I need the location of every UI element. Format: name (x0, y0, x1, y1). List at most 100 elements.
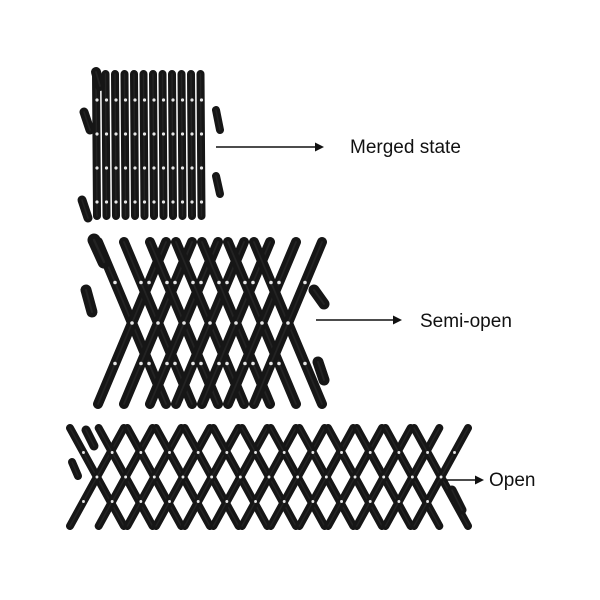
lattice-slat (92, 70, 101, 220)
slat-highlight (161, 73, 165, 217)
slat-highlight (317, 361, 325, 381)
rivet (104, 98, 109, 102)
rivet (139, 500, 143, 503)
rivet (142, 132, 147, 136)
slat-highlight (95, 73, 98, 217)
rivet (269, 361, 273, 366)
rivet (368, 500, 372, 503)
lattice-slat (222, 237, 302, 409)
rivet (196, 451, 200, 454)
open-label: Open (489, 470, 536, 491)
rivet (114, 132, 118, 136)
slat-highlight (190, 73, 193, 217)
rivet (173, 361, 177, 366)
lattice-slat (118, 237, 198, 409)
rivet (104, 132, 109, 136)
rivet (199, 132, 204, 136)
slat-highlight (71, 461, 79, 477)
rivet (277, 280, 281, 285)
rivet (324, 475, 328, 479)
lattice-slat (212, 172, 224, 198)
lattice-slat (120, 70, 130, 220)
rivet (124, 475, 128, 479)
slat-highlight (180, 73, 184, 217)
rivet (95, 475, 99, 479)
rivet (123, 98, 128, 102)
lattice-slat (308, 284, 330, 310)
rivet (410, 475, 414, 479)
semi-open-label: Semi-open (420, 311, 512, 332)
arrow-head (393, 315, 402, 325)
rivet (426, 500, 430, 503)
lattice-slat (149, 70, 158, 220)
rivet (199, 200, 204, 204)
rivet (95, 98, 99, 102)
rivet (152, 200, 156, 204)
rivet (139, 361, 143, 366)
rivet (190, 98, 194, 102)
rivet (82, 500, 85, 503)
lattice-slat (187, 70, 196, 220)
slat-highlight (199, 73, 203, 217)
rivet (114, 98, 118, 102)
open-lattice (66, 424, 472, 530)
rivet (123, 132, 128, 136)
merged-arrow (216, 142, 324, 152)
rivet (340, 451, 343, 454)
rivet (225, 451, 229, 454)
lattice-slat (196, 237, 276, 409)
rivet (190, 132, 194, 136)
rivet (180, 200, 185, 204)
slat-highlight (451, 489, 463, 511)
rivet (161, 98, 166, 102)
rivet (282, 500, 286, 503)
rivet (133, 166, 137, 170)
rivet (382, 475, 386, 479)
rivet (165, 280, 169, 285)
rivet (161, 166, 166, 170)
rivet (152, 475, 156, 479)
lattice-slat (93, 237, 172, 409)
rivet (199, 280, 203, 285)
rivet (217, 361, 221, 366)
lattice-slat (79, 107, 95, 135)
slat-highlight (215, 109, 221, 131)
rivet (267, 475, 271, 479)
rivet (234, 321, 238, 325)
rivet (254, 451, 257, 454)
slat-highlight (95, 71, 101, 87)
rivet (133, 200, 137, 204)
rivet (303, 361, 307, 366)
rivet (311, 500, 315, 503)
rivet (161, 200, 166, 204)
lattice-slat (101, 70, 111, 220)
rivet (225, 361, 229, 366)
rivet (199, 361, 203, 366)
rivet (123, 200, 128, 204)
lattice-slat (158, 70, 168, 220)
arrow-head (315, 142, 324, 152)
lattice-slat (80, 284, 98, 318)
slat-highlight (83, 111, 91, 131)
slat-highlight (85, 289, 93, 313)
rivet (277, 361, 281, 366)
lattice-slat (111, 70, 120, 220)
rivet (139, 451, 143, 454)
rivet (282, 451, 286, 454)
lattice-slat (168, 70, 177, 220)
arrows (216, 142, 484, 485)
rivet (210, 475, 214, 479)
lattice-slat (312, 356, 330, 386)
rivet (110, 500, 114, 503)
lattice-slat (212, 106, 224, 134)
rivet (296, 475, 300, 479)
rivet (180, 132, 185, 136)
rivet (180, 98, 185, 102)
rivet (152, 98, 156, 102)
open-arrow (446, 475, 484, 485)
rivet (142, 166, 147, 170)
slat-highlight (81, 199, 89, 219)
rivet (251, 280, 255, 285)
slat-highlight (313, 289, 325, 305)
